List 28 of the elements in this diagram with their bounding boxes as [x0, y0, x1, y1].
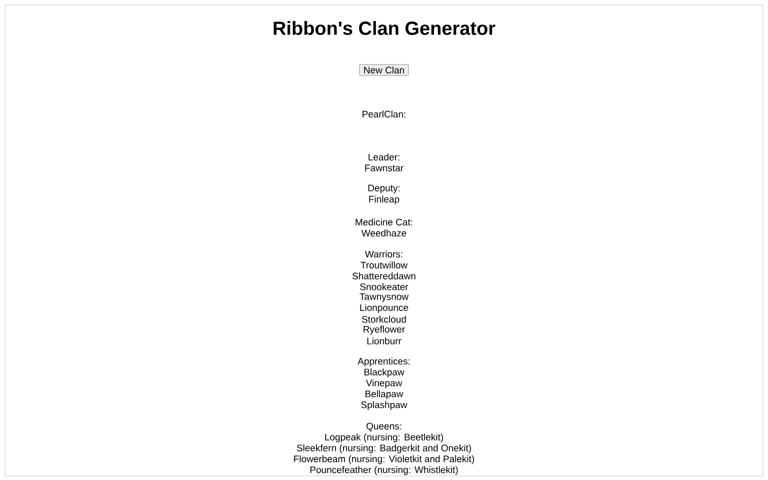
text-line: Apprentices: [358, 358, 410, 366]
text-line: Sleekfern (nursing: Badgerkit and Onekit) [296, 444, 471, 454]
text-line: Storkcloud [362, 316, 406, 323]
text-line: Ryeflower [364, 326, 405, 335]
text-line: Pouncefeather (nursing: Whistlekit) [310, 466, 458, 476]
text-line: Tawnysnow [360, 293, 409, 302]
page-title: Ribbon's Clan Generator [274, 21, 496, 35]
text-line: Snookeater [360, 283, 408, 290]
text-line: PearlClan: [362, 110, 406, 118]
text-line: Medicine Cat: [356, 218, 412, 226]
text-line: Queens: [366, 422, 402, 432]
text-line: Vinepaw [366, 379, 402, 388]
new-clan-button: New Clan [359, 64, 409, 76]
text-line: Lionburr [367, 337, 402, 344]
text-line: Weedhaze [361, 230, 406, 236]
text-line: Troutwillow [360, 262, 408, 268]
text-line: Lionpounce [360, 304, 408, 313]
text-line: Splashpaw [361, 401, 408, 410]
text-line: Fawnstar [365, 164, 404, 172]
text-line: Warriors: [364, 250, 402, 258]
text-line: Bellapaw [366, 390, 404, 400]
text-line: Leader: [368, 154, 400, 160]
text-line: Flowerbeam (nursing: Violetkit and Palekit) [294, 455, 474, 464]
text-line: Finleap [369, 196, 400, 204]
text-line: Deputy: [368, 184, 400, 194]
text-line: Blackpaw [364, 368, 404, 378]
text-line: Logpeak (nursing: Beetlekit) [325, 433, 443, 442]
text-line: Shattereddawn [352, 272, 416, 280]
